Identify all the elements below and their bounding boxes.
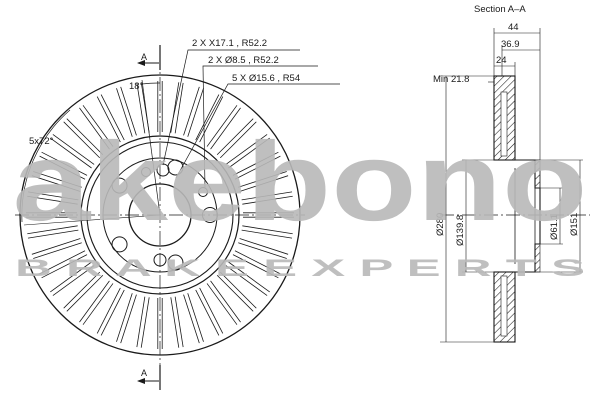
section-mark-top: A (141, 52, 147, 62)
vent-channel-upper (500, 91, 508, 157)
vent-channel-lower (500, 275, 508, 337)
vent-slot (63, 118, 104, 159)
vent-slot (170, 296, 184, 348)
vent-slot (157, 81, 163, 132)
vent-slot (39, 250, 88, 279)
vent-slot (225, 134, 270, 169)
vent-slot (96, 94, 125, 143)
ventilation-slots (26, 81, 294, 349)
dim-24-label: 24 (496, 55, 507, 66)
vent-slot (50, 261, 95, 296)
dim-44-label: 44 (508, 22, 519, 33)
vent-slot (136, 296, 150, 348)
vent-slot (206, 105, 241, 150)
locating-hole (198, 187, 208, 197)
vent-slot (183, 86, 204, 137)
section-view: Section A–A 44 36.9 24 Min 21.8 Ø280 (433, 4, 590, 343)
vent-slot (79, 105, 114, 150)
hole-callout-1: 2 X X17.1 , R52.2 (192, 38, 267, 49)
vent-slot (157, 298, 163, 349)
vent-slot (241, 191, 293, 205)
dim-151-label: Ø151 (569, 213, 580, 236)
hole-callout-2: 2 X Ø8.5 , R52.2 (208, 55, 279, 66)
vent-slot (225, 261, 270, 296)
vent-slot (63, 271, 104, 312)
vent-slot (116, 86, 137, 137)
vent-slot (238, 238, 289, 259)
hole-callout-3: 5 X Ø15.6 , R54 (232, 73, 300, 84)
vent-slot (31, 171, 82, 192)
vent-slot (50, 134, 95, 169)
vent-slot (39, 151, 88, 180)
vent-slot (195, 94, 224, 143)
akebono-watermark: akebono B R A K E E X P E R T S (13, 119, 588, 282)
vent-slot (216, 271, 257, 312)
hole-callouts (162, 49, 340, 189)
angle-18-arc (141, 82, 161, 85)
bolt-pattern-ray (23, 214, 161, 226)
dim-139-label: Ø139.8 (455, 215, 466, 246)
wheel-bolt-hole (111, 236, 128, 253)
section-title: Section A–A (474, 4, 526, 15)
dim-36-9-label: 36.9 (501, 39, 520, 50)
angle-reference-line (141, 79, 161, 216)
vent-slot (206, 280, 241, 325)
locating-hole (141, 167, 151, 177)
dim-61-label: Ø61.1 (549, 214, 560, 240)
angle-pattern-label: 5x72° (29, 136, 54, 147)
vent-slot (216, 118, 257, 159)
vent-slot (183, 293, 204, 344)
front-view: 18° 5x72° A A 2 X X17.1 , R52.2 2 X Ø8.5… (15, 38, 340, 390)
min-thickness-label: Min 21.8 (433, 74, 469, 85)
wheel-bolt-hole (167, 254, 184, 271)
vent-slot (116, 293, 137, 344)
vent-slot (26, 212, 77, 218)
watermark-tagline: B R A K E E X P E R T S (15, 255, 585, 282)
vent-slot (243, 212, 294, 218)
vent-slot (238, 171, 289, 192)
dim-280-label: Ø280 (435, 213, 446, 236)
vent-slot (27, 191, 79, 205)
watermark-brand: akebono (13, 119, 588, 244)
vent-slot (232, 250, 281, 279)
wheel-bolt-hole (111, 177, 128, 194)
vent-slot (241, 225, 293, 239)
section-arrow-top-head (137, 60, 145, 66)
vent-slot (27, 225, 79, 239)
angle-18-label: 18° (129, 81, 144, 92)
vent-slot (96, 287, 125, 336)
vent-slot (232, 151, 281, 180)
angle-pattern-arc (21, 109, 71, 223)
vent-slot (79, 280, 114, 325)
section-mark-bottom: A (141, 368, 147, 378)
vent-slot (31, 238, 82, 259)
vent-slot (195, 287, 224, 336)
section-arrow-bottom-head (137, 378, 145, 384)
